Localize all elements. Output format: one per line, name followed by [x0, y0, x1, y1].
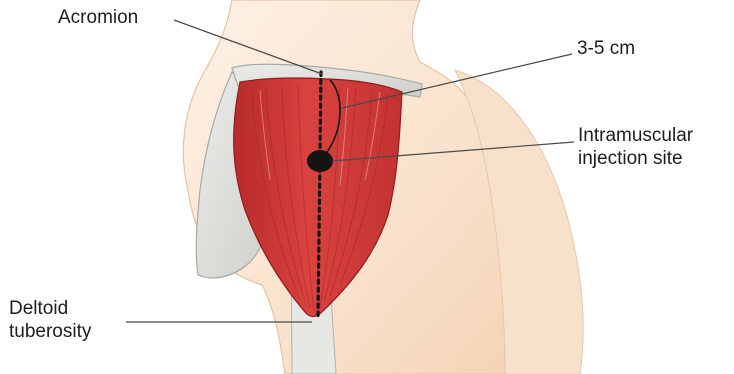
injection-site-label-line2: injection site — [578, 147, 693, 170]
deltoid-tuberosity-label-line2: tuberosity — [9, 320, 91, 343]
deltoid-tuberosity-label: Deltoid tuberosity — [9, 297, 91, 343]
deltoid-tuberosity-label-line1: Deltoid — [9, 297, 91, 320]
injection-site-label: Intramuscular injection site — [578, 124, 693, 170]
injection-site-marker — [307, 150, 333, 172]
injection-site-label-line1: Intramuscular — [578, 124, 693, 147]
distance-label: 3-5 cm — [577, 37, 635, 60]
acromion-label: Acromion — [58, 6, 138, 29]
